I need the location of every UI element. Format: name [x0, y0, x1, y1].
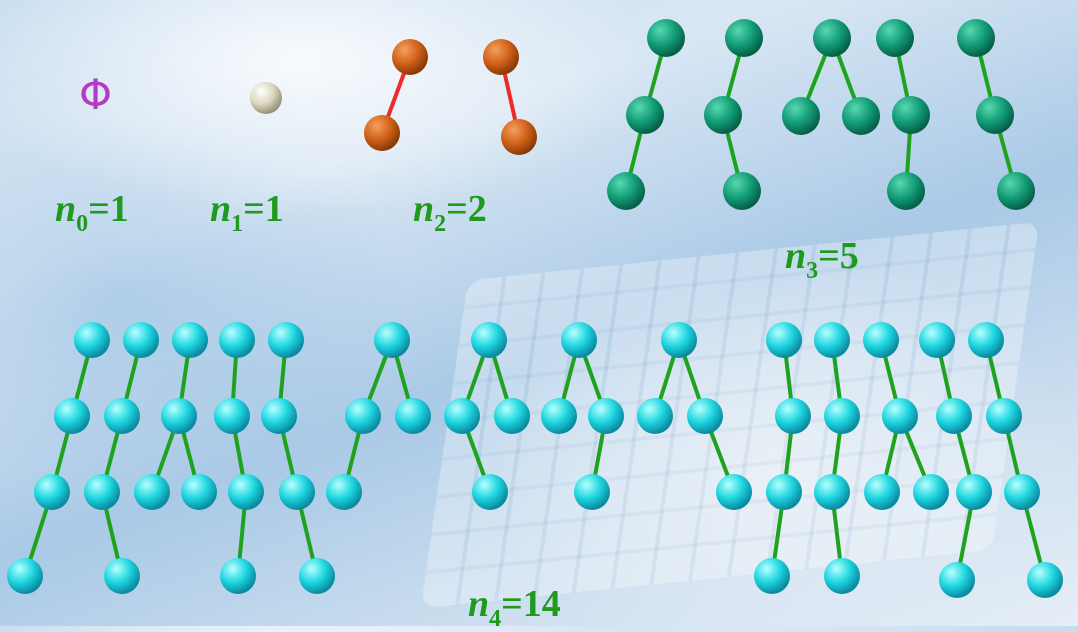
n4-tree-node	[345, 398, 381, 434]
n4-tree-node	[261, 398, 297, 434]
n4-tree-node	[588, 398, 624, 434]
n3-tree-node	[876, 19, 914, 57]
n3-tree-node	[723, 172, 761, 210]
n4-tree-node	[956, 474, 992, 510]
n3-tree-node	[887, 172, 925, 210]
n4-tree-node	[123, 322, 159, 358]
n2-tree-node	[364, 115, 400, 151]
n4-tree-node	[220, 558, 256, 594]
n4-tree-node	[219, 322, 255, 358]
n4-tree-node	[472, 474, 508, 510]
n4-tree-node	[279, 474, 315, 510]
n4-tree-node	[214, 398, 250, 434]
n3-tree-node	[892, 96, 930, 134]
n2-tree-node	[392, 39, 428, 75]
n4-tree-node	[968, 322, 1004, 358]
n4-tree-node	[299, 558, 335, 594]
n4-tree-node	[1027, 562, 1063, 598]
n4-tree-node	[172, 322, 208, 358]
n3-tree-node	[607, 172, 645, 210]
n4-tree-node	[395, 398, 431, 434]
n4-tree-node	[374, 322, 410, 358]
n4-tree-node	[34, 474, 70, 510]
n4-tree-node	[824, 558, 860, 594]
label-n0: n0=1	[55, 188, 129, 237]
n4-tree-node	[775, 398, 811, 434]
n4-tree-node	[814, 474, 850, 510]
n4-tree-node	[864, 474, 900, 510]
n4-tree-node	[134, 474, 170, 510]
n4-tree-node	[444, 398, 480, 434]
n3-tree-node	[704, 96, 742, 134]
n4-tree-node	[228, 474, 264, 510]
n4-tree-node	[1004, 474, 1040, 510]
label-n2: n2=2	[413, 188, 487, 237]
label-n4: n4=14	[468, 583, 561, 632]
n4-tree-node	[913, 474, 949, 510]
n4-tree-node	[7, 558, 43, 594]
n3-tree-node	[842, 97, 880, 135]
n4-tree-node	[939, 562, 975, 598]
n4-tree-node	[863, 322, 899, 358]
n4-tree-node	[268, 322, 304, 358]
n4-tree-node	[574, 474, 610, 510]
n3-tree-node	[626, 96, 664, 134]
n4-tree-node	[986, 398, 1022, 434]
n4-tree-node	[766, 322, 802, 358]
n3-tree-node	[813, 19, 851, 57]
n4-tree-node	[661, 322, 697, 358]
n3-tree-node	[725, 19, 763, 57]
n4-tree-node	[494, 398, 530, 434]
label-n1: n1=1	[210, 188, 284, 237]
n4-tree-node	[687, 398, 723, 434]
n3-tree-node	[647, 19, 685, 57]
n4-tree-node	[766, 474, 802, 510]
n3-tree-node	[976, 96, 1014, 134]
n3-tree-node	[782, 97, 820, 135]
n4-tree-node	[74, 322, 110, 358]
n2-tree-node	[483, 39, 519, 75]
n4-tree-node	[637, 398, 673, 434]
n3-tree-node	[997, 172, 1035, 210]
label-n3: n3=5	[785, 235, 859, 284]
n4-tree-node	[814, 322, 850, 358]
n4-tree-node	[882, 398, 918, 434]
empty-tree-symbol: Φ	[79, 70, 113, 119]
n4-tree-node	[181, 474, 217, 510]
n4-tree-node	[716, 474, 752, 510]
n4-tree-node	[471, 322, 507, 358]
n4-tree-node	[561, 322, 597, 358]
n4-tree-node	[54, 398, 90, 434]
n4-tree-node	[754, 558, 790, 594]
n4-tree-node	[919, 322, 955, 358]
n4-tree-node	[326, 474, 362, 510]
n4-tree-node	[84, 474, 120, 510]
n1-tree-node	[250, 82, 282, 114]
n2-tree-node	[501, 119, 537, 155]
n4-tree-node	[104, 398, 140, 434]
n4-tree-node	[541, 398, 577, 434]
n4-tree-node	[104, 558, 140, 594]
n3-tree-node	[957, 19, 995, 57]
n4-tree-node	[936, 398, 972, 434]
n4-tree-node	[161, 398, 197, 434]
n4-tree-node	[824, 398, 860, 434]
